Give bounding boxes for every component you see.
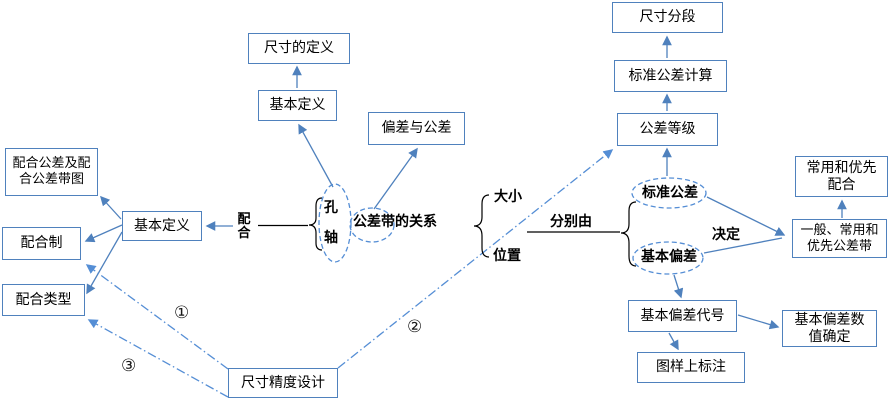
node-basic-definition-left: 基本定义 <box>122 211 202 241</box>
label-tolerance-band-relation: 公差带的关系 <box>353 214 437 230</box>
node-size-definition: 尺寸的定义 <box>248 33 350 64</box>
node-dimension-precision-design: 尺寸精度设计 <box>228 368 338 398</box>
ellipse-hole-shaft <box>318 183 352 263</box>
node-deviation-and-tolerance: 偏差与公差 <box>368 112 465 145</box>
label-hole: 孔 <box>324 200 338 216</box>
brace-size-position <box>473 194 490 258</box>
node-fit-type: 配合类型 <box>2 284 85 316</box>
edge-basicdef-to-fit-type <box>86 231 123 295</box>
node-fit-tolerance-band-diagram: 配合公差及配 合公差带图 <box>5 148 98 196</box>
edge-code-to-value <box>737 314 780 330</box>
label-decide: 决定 <box>712 227 740 243</box>
node-size-segmentation: 尺寸分段 <box>612 2 723 33</box>
ellipse-basic-deviation <box>632 241 704 275</box>
circled-number-2: ② <box>407 317 423 337</box>
brace-stdtol-basicdev <box>620 201 637 267</box>
ellipse-standard-tolerance <box>631 177 707 209</box>
label-standard-tolerance: 标准公差 <box>642 185 698 201</box>
edge-relation-to-deviation-tolerance <box>373 147 418 210</box>
node-common-preferred-fit: 常用和优先 配合 <box>795 156 888 197</box>
edge-basicdev-to-code <box>673 274 684 299</box>
node-basic-definition-top: 基本定义 <box>258 90 337 121</box>
dashlink-3-design-to-fit-type <box>87 319 229 398</box>
circled-number-3: ③ <box>121 356 137 376</box>
node-fit-system: 配合制 <box>2 227 81 260</box>
node-general-common-preferred-band: 一般、常用和 优先公差带 <box>792 219 887 258</box>
brace-hole-shaft <box>308 197 323 251</box>
edge-basicdev-decide-band <box>703 237 783 254</box>
edge-holeshaft-to-basic-definition-top <box>298 123 334 188</box>
dashlink-1-design-to-fit-system <box>85 264 229 370</box>
edge-code-to-drawing <box>668 332 679 351</box>
label-respectively-by: 分别由 <box>550 214 592 230</box>
node-basic-deviation-value: 基本偏差数 值确定 <box>782 310 877 347</box>
label-shaft: 轴 <box>324 230 338 246</box>
edge-basicdef-to-fit-system <box>84 224 123 243</box>
node-tolerance-grade: 公差等级 <box>617 113 718 146</box>
node-standard-tolerance-calculation: 标准公差计算 <box>614 60 727 92</box>
label-basic-deviation: 基本偏差 <box>641 249 697 265</box>
edge-stdtol-decide-band <box>706 196 786 236</box>
edge-basicdef-to-fit-tolerance-band <box>100 195 122 220</box>
node-drawing-annotation: 图样上标注 <box>637 352 745 383</box>
circled-number-1: ① <box>174 303 190 323</box>
label-size: 大小 <box>494 189 522 205</box>
ellipse-tolerance-band <box>349 207 395 243</box>
label-fit: 配 合 <box>237 212 251 241</box>
label-position: 位置 <box>493 248 521 264</box>
dashlink-2-design-to-tolerance-grade <box>337 149 614 369</box>
node-basic-deviation-code: 基本偏差代号 <box>628 300 737 332</box>
